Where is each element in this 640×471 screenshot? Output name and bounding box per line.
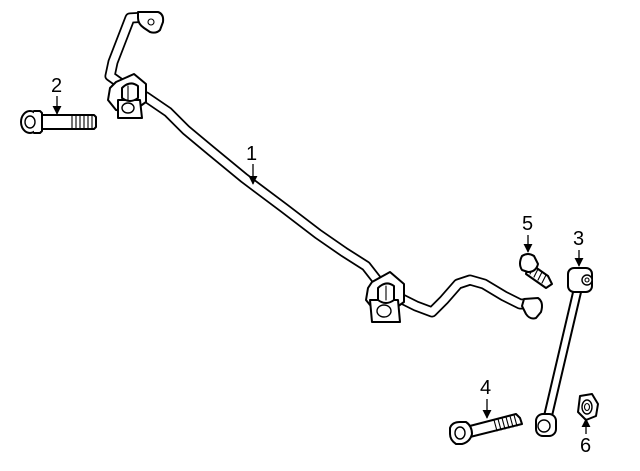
callout-4-label: 4: [480, 377, 491, 399]
bar-lower-end: [521, 297, 543, 320]
callout-2: 2: [51, 75, 62, 115]
link-nut: [577, 393, 599, 421]
callout-5: 5: [522, 213, 533, 253]
callout-3-label: 3: [573, 228, 584, 250]
callout-4: 4: [480, 377, 492, 419]
callout-3: 3: [573, 228, 584, 267]
callout-2-label: 2: [51, 75, 62, 97]
lower-bushing: [365, 271, 405, 323]
bar-upper-end: [137, 11, 165, 34]
upper-bushing: [107, 73, 147, 119]
stabilizer-link: [535, 267, 593, 437]
frame-bolt: [20, 110, 97, 134]
callout-6: 6: [580, 418, 591, 457]
callout-1-label: 1: [246, 143, 257, 165]
callout-5-label: 5: [522, 213, 533, 235]
stabilizer-bar: [104, 11, 543, 323]
stabilizer-bar-outline: [104, 11, 540, 318]
bushing-bolt: [519, 253, 553, 289]
stabilizer-bar-body: [106, 13, 538, 316]
link-bolt: [449, 413, 523, 445]
callout-6-label: 6: [580, 435, 591, 457]
callout-1: 1: [246, 143, 258, 185]
